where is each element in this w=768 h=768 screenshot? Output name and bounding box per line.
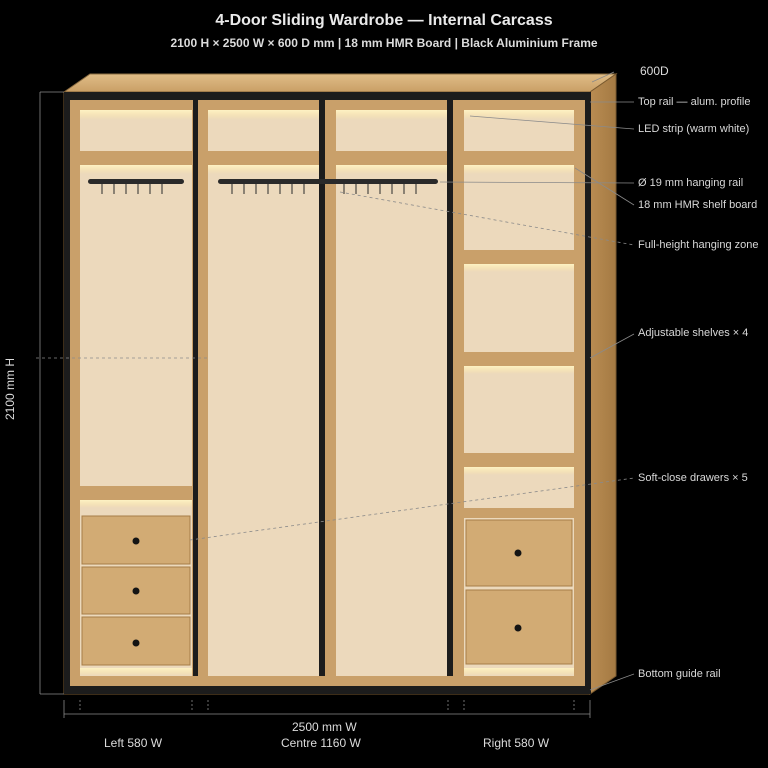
- right-shelf-3-led: [464, 467, 574, 475]
- upper-shelf-cl: [208, 151, 320, 165]
- width-label: 2500 mm W: [292, 720, 357, 734]
- right-plinth-led: [464, 668, 574, 676]
- width-dimension: [63, 700, 591, 718]
- bottom-guide-rail: [64, 686, 590, 694]
- right-shelf-2-led: [464, 366, 574, 374]
- drawer-knob: [514, 624, 522, 632]
- section-label-left: Left 580 W: [104, 736, 163, 750]
- height-label: 2100 mm H: [3, 357, 17, 420]
- led-strip-top-left: [80, 110, 192, 120]
- drawer-knob: [132, 537, 140, 545]
- callout-hanging-rail: Ø 19 mm hanging rail: [638, 177, 744, 189]
- diagram-subtitle: 2100 H × 2500 W × 600 D mm | 18 mm HMR B…: [170, 36, 598, 50]
- upper-shelf-left: [80, 151, 192, 165]
- drawer-knob: [514, 549, 522, 557]
- led-strip-top-cl: [208, 110, 320, 120]
- callout-hanging-zone: Full-height hanging zone: [638, 239, 759, 251]
- door-frame-3: [319, 92, 325, 694]
- door-frame-4: [447, 92, 453, 694]
- left-shelf-drawer-top: [80, 486, 192, 500]
- left-plinth-led: [80, 668, 192, 676]
- led-strip-top-right: [464, 110, 574, 120]
- door-frame-2: [193, 92, 198, 694]
- callout-led-strip: LED strip (warm white): [638, 123, 750, 135]
- drawer-right-1[interactable]: [465, 519, 573, 587]
- drawer-left-1[interactable]: [81, 515, 191, 565]
- top-rail: [64, 92, 590, 100]
- carcass-side-face: [589, 73, 617, 695]
- right-shelf-3: [464, 453, 574, 467]
- section-label-centre: Centre 1160 W: [281, 736, 361, 750]
- right-shelf-4: [464, 508, 574, 518]
- led-strip-shelf-left: [80, 165, 192, 174]
- right-shelf-2: [464, 352, 574, 366]
- interior-centre-left: [208, 110, 320, 686]
- callout-adjustable-shelves: Adjustable shelves × 4: [638, 327, 749, 339]
- drawer-knob: [132, 587, 140, 595]
- height-dimension: [36, 91, 210, 695]
- drawer-right-2[interactable]: [465, 589, 573, 665]
- hanging-rail-left: [88, 179, 184, 194]
- led-strip-shelf-cr: [336, 165, 448, 174]
- led-strip-shelf-right: [464, 165, 574, 174]
- door-frame-1: [64, 92, 70, 694]
- carcass-top-face: [62, 73, 618, 93]
- left-shelf-drawer-top-led: [80, 500, 192, 508]
- callout-drawers: Soft-close drawers × 5: [638, 472, 748, 484]
- upper-shelf-cr: [336, 151, 448, 165]
- right-shelf-1: [464, 250, 574, 264]
- depth-label: 600D: [640, 64, 669, 78]
- interior-centre-right: [336, 110, 448, 686]
- hanging-rail-centre: [218, 179, 438, 194]
- plinth-board: [70, 676, 585, 686]
- drawer-left-2[interactable]: [81, 566, 191, 615]
- callout-bottom-rail: Bottom guide rail: [638, 668, 721, 680]
- upper-shelf-right: [464, 151, 574, 165]
- leader-lines: [189, 71, 635, 691]
- led-strip-shelf-cl: [208, 165, 320, 174]
- drawer-left-3[interactable]: [81, 616, 191, 666]
- diagram-title: 4-Door Sliding Wardrobe — Internal Carca…: [215, 12, 553, 29]
- section-label-right: Right 580 W: [483, 736, 550, 750]
- drawer-knob: [132, 639, 140, 647]
- led-strip-top-cr: [336, 110, 448, 120]
- callout-top-rail: Top rail — alum. profile: [638, 96, 751, 108]
- door-frame-5: [585, 92, 591, 694]
- callout-shelf-board: 18 mm HMR shelf board: [638, 199, 758, 211]
- right-shelf-1-led: [464, 264, 574, 272]
